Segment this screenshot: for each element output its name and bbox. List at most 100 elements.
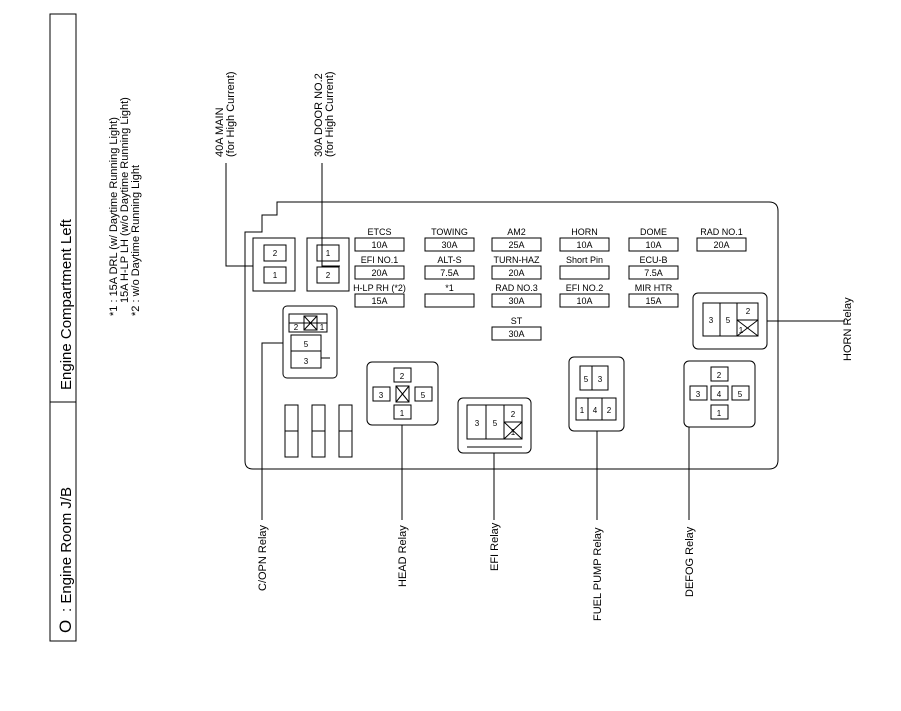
fuse-slot — [354, 265, 405, 280]
fuse-slot — [491, 237, 542, 252]
fuse-name: DOME — [640, 227, 667, 237]
horn-relay-pin: 2 — [746, 307, 751, 316]
copn-relay-pin: 3 — [304, 357, 309, 366]
callout-door-line1: 30A DOOR NO.2 — [313, 73, 325, 157]
fuse-name: ETCS — [367, 227, 391, 237]
fuse-name: AM2 — [507, 227, 526, 237]
door-fuse-pin-box-1 — [316, 244, 340, 262]
fuse-amperage: 30A — [441, 240, 457, 250]
horn-relay-pin: 5 — [726, 316, 731, 325]
fuse: Short Pin — [559, 255, 610, 280]
fuse-amperage: 30A — [508, 329, 524, 339]
fuse-amperage: 10A — [371, 240, 387, 250]
copn-relay-label: C/OPN Relay — [257, 524, 269, 591]
main-fuse-housing — [252, 237, 296, 292]
fuse-slot — [491, 293, 542, 308]
efi-relay-pin: 2 — [511, 410, 516, 419]
door-fuse-pin: 1 — [326, 249, 331, 258]
defog-relay-pin: 4 — [717, 390, 722, 399]
fuse-slot — [354, 293, 405, 308]
fuse-slot — [424, 265, 475, 280]
fuel-pump-relay-pin: 3 — [598, 375, 603, 384]
fuse: TOWING 30A — [424, 227, 475, 252]
main-fuse-pin: 1 — [273, 271, 278, 280]
note-3: *2 : w/o Daytime Running Light — [130, 165, 142, 316]
fuse-slot — [491, 326, 542, 341]
fuse-name: ST — [511, 316, 523, 326]
fuse: H-LP RH (*2)15A — [353, 283, 406, 308]
fuse-slot — [559, 237, 610, 252]
main-fuse-pin-box-2 — [263, 244, 287, 262]
copn-relay-pin: 5 — [304, 340, 309, 349]
efi-relay-pin: 1 — [511, 428, 516, 437]
head-relay-pin: 1 — [400, 409, 405, 418]
efi-relay-pin: 3 — [475, 419, 480, 428]
fuse-slot — [354, 237, 405, 252]
jb-outline — [244, 201, 779, 470]
fuel-pump-relay-pin: 5 — [584, 375, 589, 384]
leader-main — [225, 163, 253, 267]
fuse-amperage: 20A — [713, 240, 729, 250]
fuse-amperage: 30A — [508, 296, 524, 306]
fuse-name: RAD NO.3 — [495, 283, 538, 293]
defog-relay-pin: 1 — [717, 409, 722, 418]
head-relay-pin: 5 — [421, 391, 426, 400]
fuse-amperage: 10A — [576, 296, 592, 306]
head-relay-label: HEAD Relay — [397, 525, 409, 587]
door-fuse-pin-box-2 — [316, 266, 340, 284]
callout-main-line1: 40A MAIN — [214, 107, 226, 157]
fuse-slot — [424, 237, 475, 252]
copn-relay-body — [282, 305, 338, 379]
fuse-name: ALT-S — [437, 255, 461, 265]
defog-relay-body — [683, 360, 756, 428]
fuse-amperage: 10A — [576, 240, 592, 250]
fuse-name: MIR HTR — [635, 283, 673, 293]
main-fuse-pin: 2 — [273, 249, 278, 258]
fuse-slot — [424, 293, 475, 308]
note-1: *1 : 15A DRL (w/ Daytime Running Light) — [108, 117, 120, 316]
fuel-pump-relay-pin: 4 — [593, 406, 598, 415]
fuel-pump-relay-body — [568, 356, 625, 432]
leader-copn — [261, 342, 283, 520]
fuse-name: Short Pin — [566, 255, 603, 265]
fuse-slot — [559, 265, 610, 280]
fuse: ETCS 10A — [354, 227, 405, 252]
fuse-slot — [696, 237, 747, 252]
callout-main-line2: (for High Current) — [225, 71, 237, 157]
head-relay-pin: 3 — [379, 391, 384, 400]
fuse: ST 30A — [491, 316, 542, 341]
fuse-slot — [628, 237, 679, 252]
fuse-amperage: 7.5A — [440, 268, 459, 278]
fuel-pump-relay-pin: 2 — [607, 406, 612, 415]
fuse-slot — [628, 265, 679, 280]
fuse-name: TOWING — [431, 227, 468, 237]
fuse-slot — [491, 265, 542, 280]
title-name: : Engine Room J/B — [58, 487, 75, 612]
defog-relay-pin: 2 — [717, 371, 722, 380]
fuse: ECU-B7.5A — [628, 255, 679, 280]
fuse-slot — [628, 293, 679, 308]
title-location: Engine Compartment Left — [58, 218, 75, 390]
fuse: *1 — [424, 283, 475, 308]
fuel-pump-relay-label: FUEL PUMP Relay — [592, 527, 604, 621]
fuse-amperage: 25A — [508, 240, 524, 250]
horn-relay-pin: 1 — [739, 326, 744, 335]
defog-relay-pin: 3 — [696, 390, 701, 399]
efi-relay-label: EFI Relay — [489, 522, 501, 571]
copn-relay-pin: 1 — [320, 323, 325, 332]
callout-door-line2: (for High Current) — [324, 71, 336, 157]
spare-fuse-slots — [284, 404, 353, 458]
fuse-amperage: 20A — [508, 268, 524, 278]
fuse-amperage: 7.5A — [644, 268, 663, 278]
horn-relay-pin: 3 — [709, 316, 714, 325]
fuse-amperage: 20A — [371, 268, 387, 278]
title-code: O — [56, 620, 75, 633]
efi-relay-pin: 5 — [493, 419, 498, 428]
fuse: ALT-S 7.5A — [424, 255, 475, 280]
